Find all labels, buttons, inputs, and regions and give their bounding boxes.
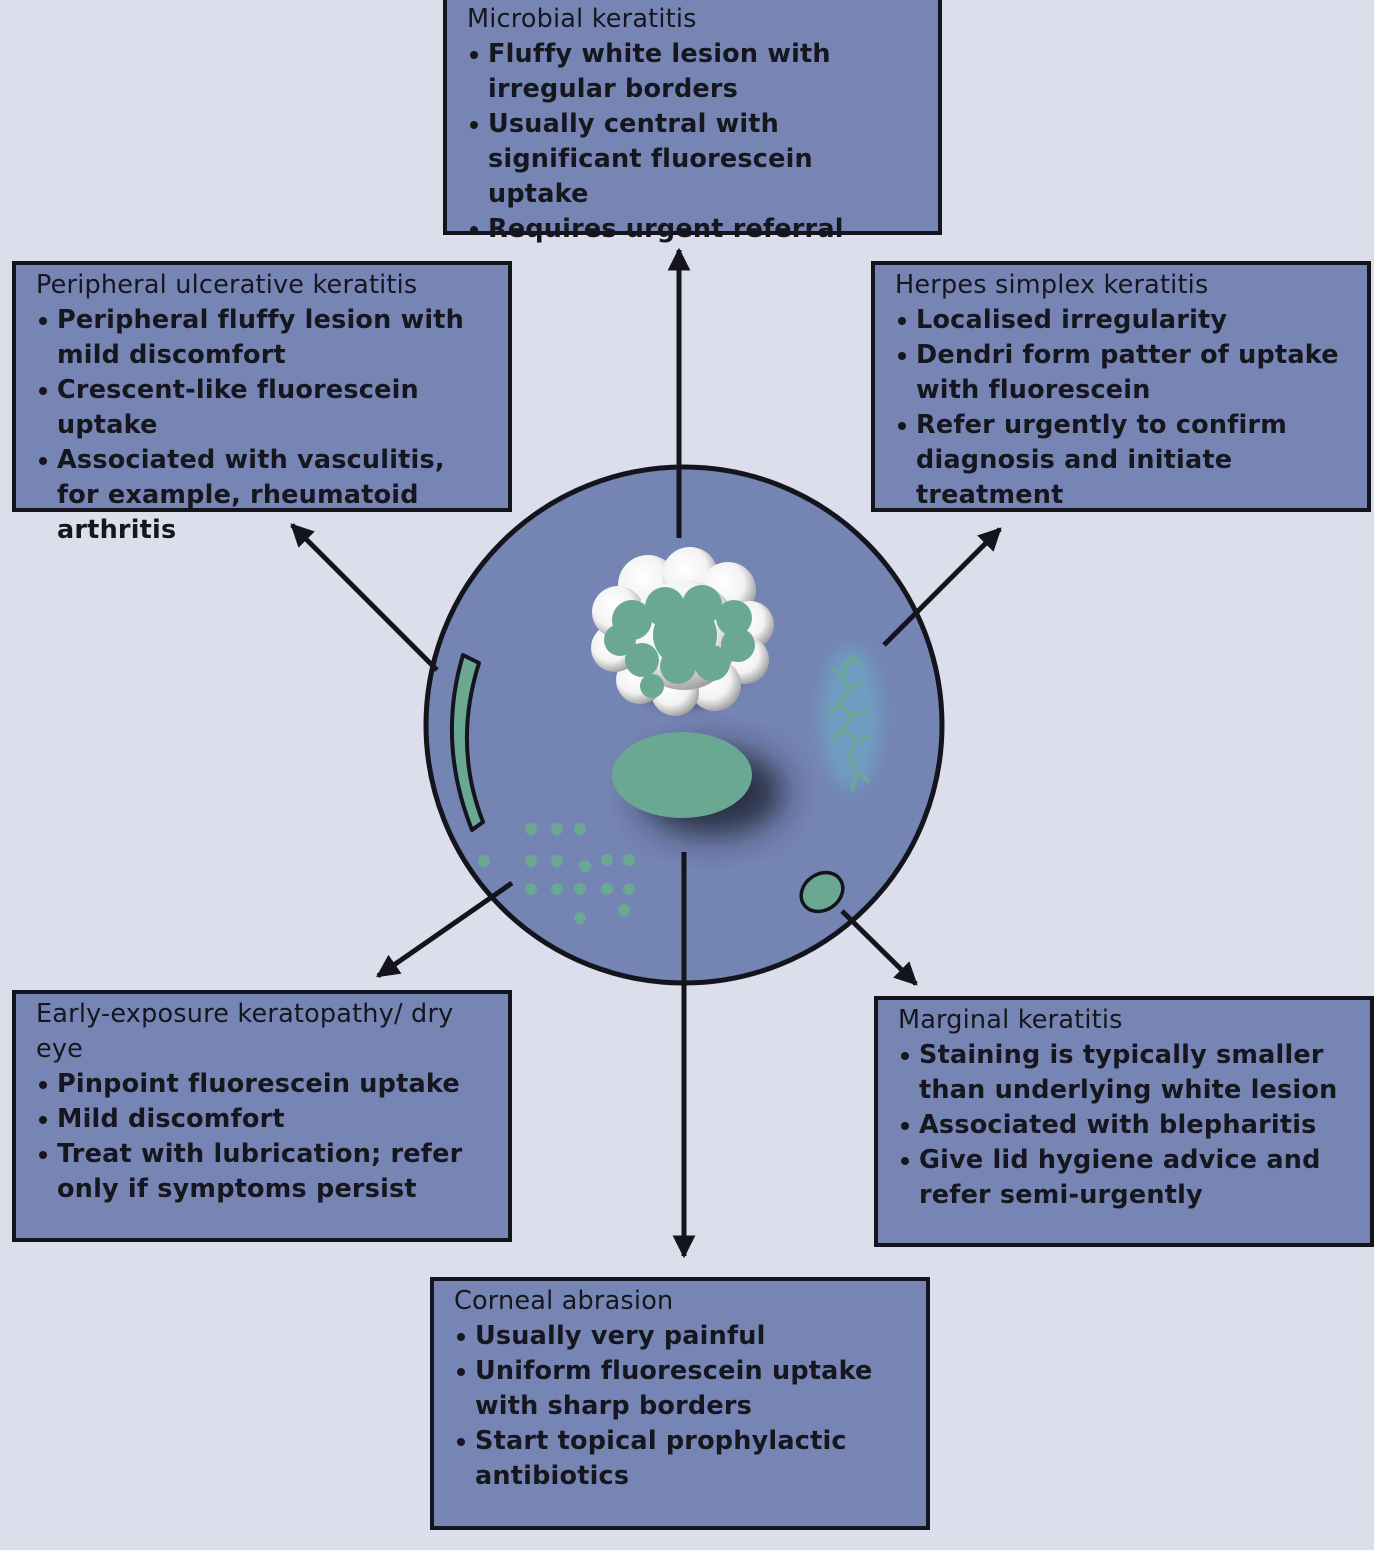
box-title: Early-exposure keratopathy/ dry eye [36,999,454,1064]
list-item: Staining is typically smaller than under… [898,1038,1354,1108]
box-title: Microbial keratitis [467,4,697,34]
list-item: Associated with blepharitis [898,1108,1354,1143]
box-microbial-keratitis: Microbial keratitis Fluffy white lesion … [443,0,942,244]
arrow-to-marginal [840,909,918,986]
list-item: Give lid hygiene advice and refer semi-u… [898,1143,1354,1213]
box-title: Marginal keratitis [898,1005,1123,1035]
abrasion-lesion [612,732,784,836]
marginal-lesion [799,870,845,914]
list-item: Mild discomfort [36,1102,492,1137]
list-item: Fluffy white lesion with irregular borde… [467,37,922,107]
dendritic-lesion [821,646,881,792]
box-title: Corneal abrasion [454,1286,674,1316]
box-marginal-keratitis: Marginal keratitis Staining is typically… [874,996,1374,1247]
list-item: Requires urgent referral [467,212,922,247]
list-item: Start topical prophylactic antibiotics [454,1424,910,1494]
box-early-exposure-keratopathy: Early-exposure keratopathy/ dry eye Pinp… [12,990,512,1242]
crescent-lesion [449,653,485,832]
list-item: Peripheral fluffy lesion with mild disco… [36,303,492,373]
microbial-lesion [591,547,774,716]
list-item: Usually very painful [454,1319,910,1354]
list-item: Refer urgently to confirm diagnosis and … [895,408,1351,513]
arrow-to-herpes [882,527,1002,647]
list-item: Treat with lubrication; refer only if sy… [36,1137,492,1207]
list-item: Dendri form patter of uptake with fluore… [895,338,1351,408]
arrow-to-exposure [376,880,514,979]
box-corneal-abrasion: Corneal abrasion Usually very painful Un… [430,1277,930,1530]
arrow-to-peripheral [290,523,439,672]
list-item: Localised irregularity [895,303,1351,338]
list-item: Usually central with significant fluores… [467,107,922,212]
box-title: Herpes simplex keratitis [895,270,1209,300]
list-item: Associated with vasculitis, for example,… [36,443,492,548]
list-item: Uniform fluorescein uptake with sharp bo… [454,1354,910,1424]
box-herpes-simplex-keratitis: Herpes simplex keratitis Localised irreg… [871,261,1371,512]
list-item: Crescent-like fluorescein uptake [36,373,492,443]
list-item: Pinpoint fluorescein uptake [36,1067,492,1102]
pinpoint-dots [478,823,635,924]
box-peripheral-ulcerative-keratitis: Peripheral ulcerative keratitis Peripher… [12,261,512,545]
box-title: Peripheral ulcerative keratitis [36,270,418,300]
